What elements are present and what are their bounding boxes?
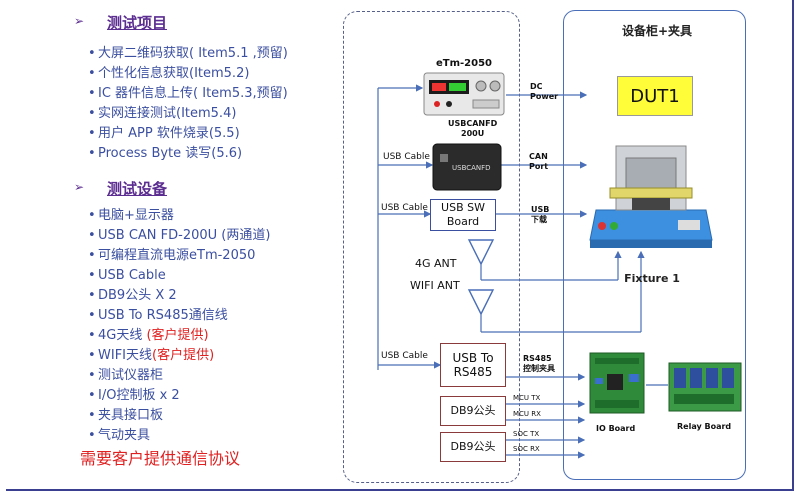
dashed-equipment-group	[343, 11, 520, 483]
list-item: •用户 APP 软件烧录(5.5)	[88, 126, 240, 141]
list-item: •USB To RS485通信线	[88, 308, 228, 323]
power-supply-label: eTm-2050	[436, 58, 493, 69]
list-item: •个性化信息获取(Item5.2)	[88, 66, 250, 81]
soc-rx-label: SOC RX	[513, 445, 540, 453]
list-item: •气动夹具	[88, 428, 151, 443]
slide-frame	[6, 0, 794, 491]
db9-box-2: DB9公头	[440, 432, 506, 462]
list-item: •DB9公头 X 2	[88, 288, 177, 303]
fixture-label: Fixture 1	[624, 272, 680, 285]
usb-cable-label: USB Cable	[381, 203, 428, 213]
list-item: •WIFI天线(客户提供)	[88, 348, 215, 363]
list-item: •可编程直流电源eTm-2050	[88, 248, 256, 263]
io-board-label: IO Board	[596, 424, 636, 433]
list-item: •电脑+显示器	[88, 208, 174, 223]
list-item: •实网连接测试(Item5.4)	[88, 106, 237, 121]
usb-to-rs485-box: USB To RS485	[440, 343, 506, 387]
list-item: •大屏二维码获取( Item5.1 ,预留)	[88, 46, 288, 61]
usb-cable-label: USB Cable	[381, 351, 428, 361]
io-board-icon	[589, 352, 645, 414]
list-item: •夹具接口板	[88, 408, 164, 423]
list-item: •USB Cable	[88, 268, 166, 283]
mcu-tx-label: MCU TX	[513, 394, 541, 402]
relay-board-icon	[668, 362, 742, 412]
protocol-note: 需要客户提供通信协议	[80, 449, 241, 468]
relay-board-label: Relay Board	[677, 422, 732, 431]
db9-box-1: DB9公头	[440, 396, 506, 426]
test-items-heading: 测试项目	[107, 14, 168, 32]
list-item: •4G天线 (客户提供)	[88, 328, 209, 343]
list-item: •Process Byte 读写(5.6)	[88, 146, 243, 161]
bullet-arrow-icon: ➢	[74, 180, 85, 194]
svg-text:USBCANFD: USBCANFD	[452, 164, 491, 172]
test-equipment-heading: 测试设备	[107, 180, 168, 198]
test-items-list: •大屏二维码获取( Item5.1 ,预留) •个性化信息获取(Item5.2)…	[88, 44, 288, 164]
fixture-icon	[589, 145, 713, 248]
bullet-arrow-icon: ➢	[74, 14, 85, 28]
usbcanfd-device-icon: USBCANFD	[432, 143, 502, 191]
cabinet-title: 设备柜+夹具	[621, 24, 693, 38]
list-item: •USB CAN FD-200U (两通道)	[88, 228, 271, 243]
dut-box: DUT1	[617, 76, 693, 116]
list-item: •I/O控制板 x 2	[88, 388, 180, 403]
mcu-rx-label: MCU RX	[513, 410, 541, 418]
power-supply-icon	[423, 72, 505, 116]
test-equipment-list: •电脑+显示器 •USB CAN FD-200U (两通道) •可编程直流电源e…	[88, 206, 270, 446]
ant-4g-label: 4G ANT	[415, 257, 457, 270]
cabinet-group	[563, 10, 746, 480]
list-item: •IC 器件信息上传( Item5.3,预留)	[88, 86, 288, 101]
ant-wifi-label: WIFI ANT	[410, 279, 460, 292]
usb-sw-board-box: USB SW Board	[430, 199, 496, 231]
usb-cable-label: USB Cable	[383, 152, 430, 162]
list-item: •测试仪器柜	[88, 368, 164, 383]
soc-tx-label: SOC TX	[513, 430, 540, 438]
